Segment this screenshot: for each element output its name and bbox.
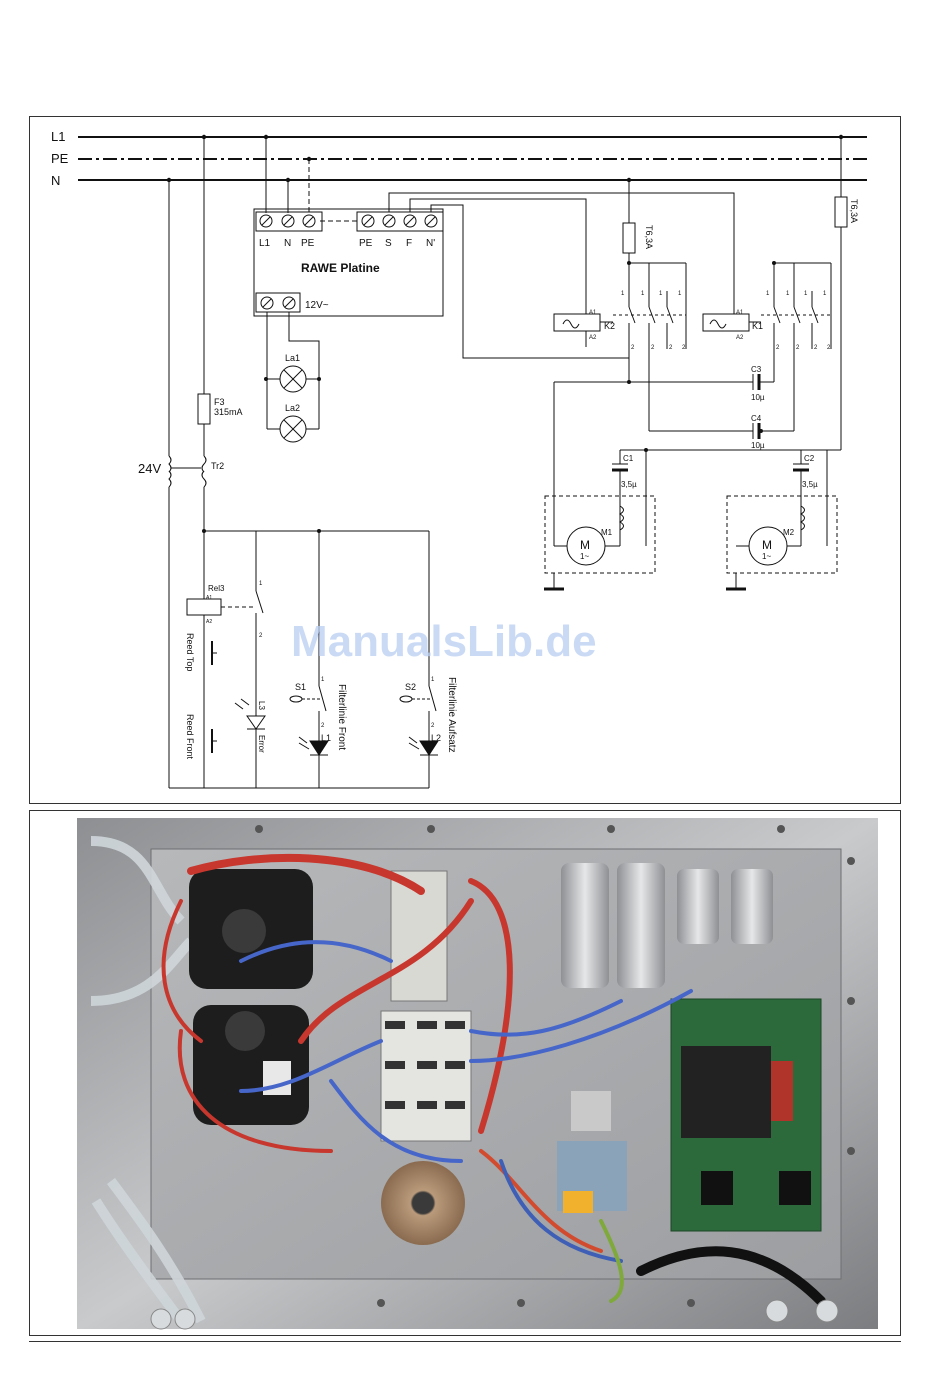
k1-pin-bottom: 2 xyxy=(796,345,800,351)
relay-a2: A2 xyxy=(206,619,212,625)
k1-pin-bottom: 2 xyxy=(776,345,780,351)
terminal-label: F xyxy=(406,238,412,249)
transformer-secondary-label: 24V xyxy=(138,461,161,476)
relay-rel3 xyxy=(187,599,221,615)
k1-pin-top: 1 xyxy=(804,291,808,297)
transformer-name: Tr2 xyxy=(211,461,224,471)
bus-pe-label: PE xyxy=(51,151,69,166)
k1-a2: A2 xyxy=(736,335,744,341)
c1-value: 3,5µ xyxy=(621,480,637,489)
fuse-f3-label: F3 xyxy=(214,397,225,407)
terminal-label: N' xyxy=(426,238,435,249)
led-l2 xyxy=(420,741,438,755)
k1-pin-top: 1 xyxy=(766,291,770,297)
relay-rel3-label: Rel3 xyxy=(208,584,225,593)
s2-label: S2 xyxy=(405,682,416,692)
terminal-label: PE xyxy=(301,238,315,249)
k2-a2: A2 xyxy=(589,335,597,341)
reed-front-label: Reed Front xyxy=(185,714,195,760)
c3-label: C3 xyxy=(751,365,762,374)
s1-pin1: 1 xyxy=(321,677,325,683)
motor-switch-left-top xyxy=(189,869,313,989)
terminal-label: S xyxy=(385,238,392,249)
k1-pin-bottom: 2 xyxy=(827,345,831,351)
terminal-label: L1 xyxy=(259,238,271,249)
motor-m2-symbol: M xyxy=(762,538,772,552)
k2-pin-bottom: 2 xyxy=(651,345,655,351)
k2-pin-top: 1 xyxy=(678,291,682,297)
c2-value: 3,5µ xyxy=(802,480,818,489)
motor-m1-winding xyxy=(620,506,624,530)
led-l1-label: L1 xyxy=(321,733,331,743)
watermark: ManualsLib.de xyxy=(291,617,597,666)
bus-n-label: N xyxy=(51,173,60,188)
fuse-f3-rating: 315mA xyxy=(214,407,243,417)
s2-pin1: 1 xyxy=(431,677,435,683)
motor-m1-symbol: M xyxy=(580,538,590,552)
c2-label: C2 xyxy=(804,454,815,463)
c4-label: C4 xyxy=(751,414,762,423)
k1-label: K1 xyxy=(752,321,763,331)
lamp-la1-label: La1 xyxy=(285,353,300,363)
k1-a1: A1 xyxy=(736,310,744,316)
led-l1 xyxy=(310,741,328,755)
motor-m1-label: M1 xyxy=(601,528,613,537)
led-l2-label: L2 xyxy=(431,733,441,743)
k2-pin-bottom: 2 xyxy=(631,345,635,351)
k2-pin-top: 1 xyxy=(659,291,663,297)
fuse-f3 xyxy=(198,394,210,424)
bus-l1-label: L1 xyxy=(51,129,65,144)
motor-m2-winding xyxy=(801,506,805,530)
terminal-label: PE xyxy=(359,238,373,249)
bottom-rule xyxy=(29,1341,901,1342)
filter-front-label: Filterlinie Front xyxy=(336,684,347,750)
switch-s2 xyxy=(400,696,412,702)
schematic-frame: L1 PE N L1 N PE PE S F N' RAWE Platine 1… xyxy=(29,116,901,804)
l3-error-label: Error xyxy=(257,735,266,753)
reed-top-label: Reed Top xyxy=(185,633,195,671)
board-title: RAWE Platine xyxy=(301,261,380,275)
relay-pin2: 2 xyxy=(259,633,263,639)
control-box-photo xyxy=(30,811,900,1335)
c1-label: C1 xyxy=(623,454,634,463)
k2-pin-top: 1 xyxy=(621,291,625,297)
fuse-main-b-label: T6,3A xyxy=(849,199,859,223)
k2-pin-bottom: 2 xyxy=(682,345,686,351)
transformer-primary xyxy=(169,456,171,472)
filter-top-label: Filterlinie Aufsatz xyxy=(446,677,457,753)
fuse-k1-side xyxy=(835,197,847,227)
l3-label: L3 xyxy=(257,701,266,710)
k2-a1: A1 xyxy=(589,310,597,316)
motor-m2-label: M2 xyxy=(783,528,795,537)
terminal-label: N xyxy=(284,238,291,249)
lamp-la2-label: La2 xyxy=(285,403,300,413)
k1-pin-top: 1 xyxy=(786,291,790,297)
wiring-schematic: L1 PE N L1 N PE PE S F N' RAWE Platine 1… xyxy=(30,117,900,803)
switch-s1 xyxy=(290,696,302,702)
control-pcb xyxy=(671,999,821,1231)
fuse-main-a-label: T6,3A xyxy=(644,225,654,249)
s1-label: S1 xyxy=(295,682,306,692)
contactor-k1-coil xyxy=(703,314,749,331)
motor-m2-phase: 1~ xyxy=(762,552,771,561)
s2-pin2: 2 xyxy=(431,723,435,729)
motor-switch-left-bottom xyxy=(193,1005,309,1125)
s1-pin2: 2 xyxy=(321,723,325,729)
k1-pin-top: 1 xyxy=(823,291,827,297)
board-12v-label: 12V~ xyxy=(305,300,329,311)
led-l3-error xyxy=(247,716,265,729)
fuse-k2-side xyxy=(623,223,635,253)
toroid-transformer xyxy=(381,1161,465,1245)
k2-pin-bottom: 2 xyxy=(669,345,673,351)
relay-pin1: 1 xyxy=(259,581,263,587)
relay-a1: A1 xyxy=(206,595,212,601)
k1-pin-bottom: 2 xyxy=(814,345,818,351)
k2-pin-top: 1 xyxy=(641,291,645,297)
photo-frame xyxy=(29,810,901,1336)
c3-value: 10µ xyxy=(751,393,765,402)
k2-label: K2 xyxy=(604,321,615,331)
motor-m1-phase: 1~ xyxy=(580,552,589,561)
contactor-k2-coil xyxy=(554,314,600,331)
c4-value: 10µ xyxy=(751,441,765,450)
